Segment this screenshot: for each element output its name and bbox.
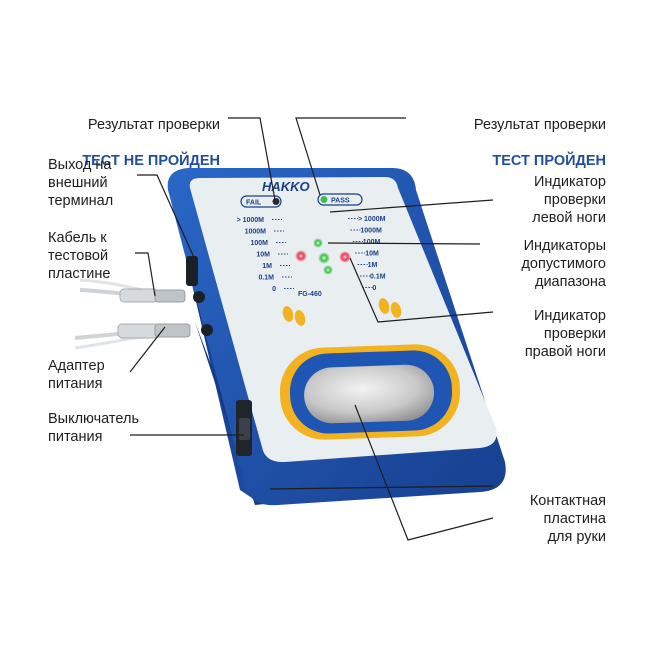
callout-pass-line1: Результат проверки bbox=[473, 117, 606, 133]
range-leds bbox=[295, 238, 351, 275]
left-scale-label: 0 bbox=[272, 286, 276, 293]
left-foot-scale: > 1000M 1000M 100M 10M 1M 0.1M 0 bbox=[237, 217, 294, 293]
right-scale-label: 100M bbox=[363, 239, 381, 246]
left-scale-label: > 1000M bbox=[237, 217, 265, 224]
leader-lines bbox=[129, 117, 494, 541]
right-scale-label: 0.1M bbox=[370, 274, 386, 281]
power-switch[interactable] bbox=[236, 400, 252, 456]
range-led bbox=[313, 238, 323, 248]
callout-left-foot-indicator: Индикатор проверки левой ноги bbox=[532, 174, 606, 226]
right-scale-label: 10M bbox=[365, 251, 379, 258]
fail-indicator: FAIL bbox=[240, 195, 282, 208]
left-scale-label: 0.1M bbox=[258, 275, 274, 282]
callout-test-plate-cable: Кабель к тестовой пластине bbox=[48, 230, 111, 282]
range-led bbox=[318, 252, 330, 264]
model-label: FG-460 bbox=[298, 291, 322, 298]
callout-power-adapter: Адаптер питания bbox=[48, 358, 105, 392]
callout-power-switch: Выключатель питания bbox=[48, 411, 139, 445]
right-foot-scale: > 1000M 1000M 100M 10M 1M 0.1M 0 bbox=[348, 216, 386, 292]
power-adapter-cable bbox=[74, 323, 191, 350]
right-scale-label: 1M bbox=[368, 262, 378, 269]
adapter-jack bbox=[201, 324, 213, 336]
callout-external-terminal: Выход на внешний терминал bbox=[48, 157, 114, 209]
left-scale-label: 1M bbox=[262, 263, 272, 270]
fail-label: FAIL bbox=[246, 200, 262, 207]
callout-fail-line2: ТЕСТ НЕ ПРОЙДЕН bbox=[82, 153, 220, 169]
test-plate-cable bbox=[79, 278, 186, 303]
pass-indicator: PASS bbox=[317, 193, 363, 206]
callout-fail-result: Результат проверки ТЕСТ НЕ ПРОЙДЕН bbox=[20, 98, 220, 170]
callout-fail-line1: Результат проверки bbox=[87, 117, 220, 133]
callout-right-foot-indicator: Индикатор проверки правой ноги bbox=[524, 308, 606, 360]
range-led bbox=[323, 265, 333, 275]
left-scale-label: 10M bbox=[256, 252, 270, 259]
left-scale-label: 1000M bbox=[245, 229, 267, 236]
hand-contact-plate[interactable] bbox=[278, 343, 461, 441]
left-foot-led bbox=[295, 250, 307, 262]
right-scale-label: > 1000M bbox=[358, 216, 386, 223]
external-terminal-jack bbox=[186, 256, 198, 286]
left-scale-label: 100M bbox=[250, 240, 268, 247]
cable-jack bbox=[193, 291, 205, 303]
right-scale-label: 0 bbox=[372, 285, 376, 292]
brand-logo: HAKKO bbox=[262, 179, 310, 194]
right-scale-label: 1000M bbox=[360, 228, 382, 235]
callout-hand-plate: Контактная пластина для руки bbox=[529, 493, 606, 545]
right-foot-icon bbox=[378, 298, 402, 318]
callout-range-indicators: Индикаторы допустимого диапазона bbox=[521, 238, 606, 290]
right-foot-led bbox=[339, 251, 351, 263]
left-foot-icon bbox=[282, 306, 306, 326]
callout-pass-result: Результат проверки ТЕСТ ПРОЙДЕН bbox=[410, 98, 606, 170]
pass-label: PASS bbox=[331, 198, 350, 205]
callout-pass-line2: ТЕСТ ПРОЙДЕН bbox=[492, 153, 606, 169]
